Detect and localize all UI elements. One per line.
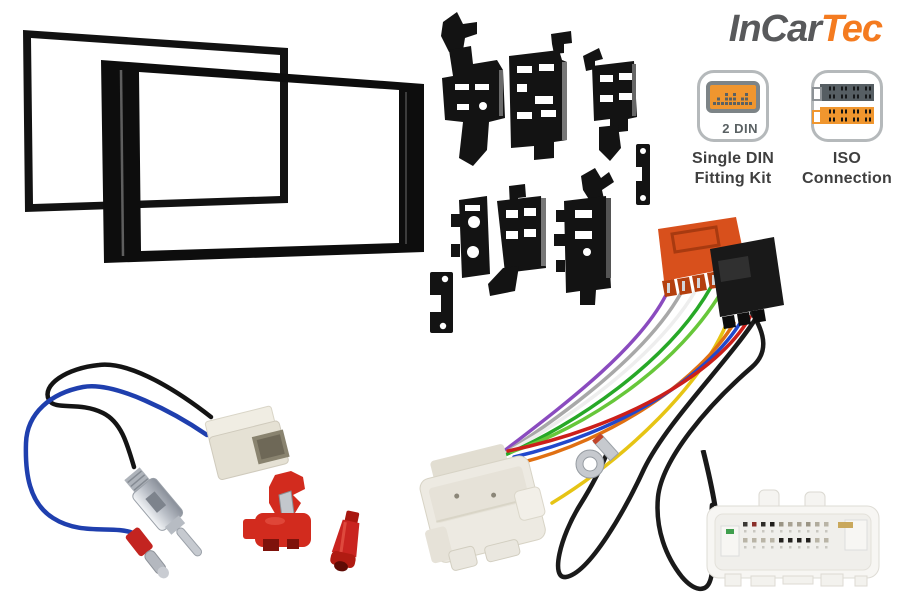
scotch-lock-connector — [243, 471, 311, 551]
vehicle-harness-plug-cream — [419, 444, 546, 571]
badge-single-din: 2 DIN Single DIN Fitting Kit — [686, 70, 780, 189]
antenna-block-connector — [204, 405, 290, 480]
iso-pins — [829, 86, 871, 99]
vehicle-24pin-connector — [700, 450, 880, 587]
antenna-wires — [23, 362, 214, 536]
caption-line-2: Fitting Kit — [694, 170, 772, 187]
iso-block-orange — [812, 107, 874, 124]
iso-pins — [829, 109, 871, 122]
bullet-crimp-terminal — [330, 510, 360, 572]
din-aerial-plug — [124, 467, 203, 557]
antenna-aerial-adapter — [23, 362, 290, 579]
bracket-2 — [509, 31, 572, 160]
badge-iso-connection: ISO Connection — [795, 70, 899, 189]
iso-block-gray — [812, 84, 874, 101]
bracket-4 — [451, 196, 490, 278]
bullet-terminal-on-blue-wire — [125, 527, 169, 579]
fascia-frame-front — [101, 60, 424, 263]
bracket-6 — [554, 168, 614, 305]
badge-iso-caption: ISO Connection — [795, 149, 899, 189]
iso-tab — [812, 110, 822, 124]
double-din-fascia-frames — [23, 30, 424, 263]
mounting-brackets-set — [430, 12, 650, 333]
caption-line-2: Connection — [802, 170, 892, 187]
red-connectors-group — [243, 471, 360, 572]
black-wire-stub — [700, 450, 718, 507]
badge-single-din-caption: Single DIN Fitting Kit — [686, 149, 780, 189]
harness-wires — [484, 282, 752, 505]
caption-line-1: Single DIN — [691, 150, 774, 167]
brand-name-primary: InCar — [728, 8, 822, 50]
2din-label: 2 DIN — [722, 121, 758, 136]
bracket-strip-left — [430, 272, 453, 333]
bracket-1 — [441, 12, 505, 166]
caption-line-1: ISO — [832, 150, 862, 167]
iso-connector-icon — [811, 70, 883, 142]
bracket-3 — [583, 48, 637, 161]
ground-wires-black — [555, 310, 766, 591]
pin-grid — [743, 522, 829, 549]
iso-wiring-harness — [419, 217, 784, 591]
bracket-5 — [488, 184, 546, 296]
brand-name-accent: Tec — [820, 8, 883, 50]
ring-terminal — [575, 433, 620, 479]
2din-radio-icon: 2 DIN — [697, 70, 769, 142]
iso-connector-black — [710, 237, 784, 329]
brand-logo: InCarTec — [728, 8, 883, 51]
equalizer-bars-icon — [713, 93, 752, 105]
radio-display — [706, 81, 760, 113]
bracket-strip-right — [636, 144, 650, 205]
connector-body — [706, 489, 880, 579]
iso-tab — [812, 87, 822, 101]
connector-feet — [724, 573, 868, 587]
fascia-trim-ring-rear — [23, 30, 288, 212]
